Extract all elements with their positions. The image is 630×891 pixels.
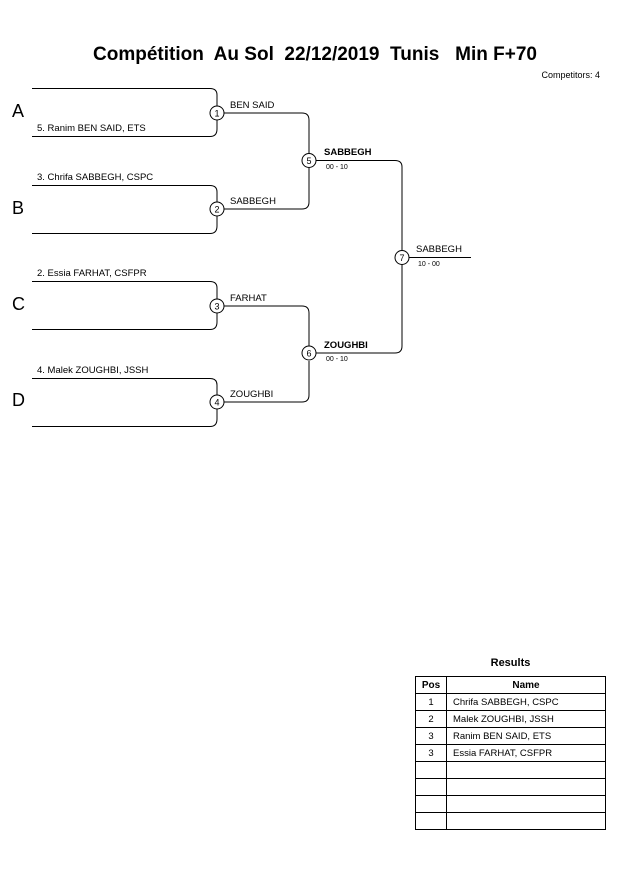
result-pos: 1 xyxy=(415,693,447,711)
match-circle-4 xyxy=(209,394,225,410)
match-winner-6: ZOUGHBI xyxy=(324,340,368,351)
match-number-5: 5 xyxy=(306,156,311,166)
result-pos: 3 xyxy=(415,727,447,745)
bracket-line-pool-b xyxy=(32,185,218,234)
bracket-line-m5 xyxy=(316,160,403,250)
entrant-name: 3. Chrifa SABBEGH, CSPC xyxy=(37,172,154,183)
result-name xyxy=(446,761,606,779)
match-circle-5 xyxy=(301,153,317,168)
pool-letter-b: B xyxy=(12,198,25,218)
match-circle-6 xyxy=(301,345,317,361)
match-circle-2 xyxy=(209,201,225,217)
results-header-row: Pos Name xyxy=(415,676,606,694)
result-pos: 2 xyxy=(415,710,447,728)
result-name: Essia FARHAT, CSFPR xyxy=(446,744,606,762)
page-title: Compétition Au Sol 22/12/2019 Tunis Min … xyxy=(93,44,537,65)
results-row xyxy=(415,795,606,813)
match-number-4: 4 xyxy=(214,398,219,408)
results-row xyxy=(415,761,606,779)
match-number-7: 7 xyxy=(399,253,404,263)
results-row xyxy=(415,812,606,830)
bracket-line-m6 xyxy=(316,265,403,354)
bracket-line-m1 xyxy=(224,112,310,153)
result-name xyxy=(446,778,606,796)
match-winner-1: BEN SAID xyxy=(230,100,275,111)
match-number-1: 1 xyxy=(214,109,219,119)
result-pos xyxy=(415,812,447,830)
match-score-6: 00 - 10 xyxy=(326,356,348,363)
results-row xyxy=(415,778,606,796)
match-circle-3 xyxy=(209,298,225,314)
entrant-name: 5. Ranim BEN SAID, ETS xyxy=(37,123,146,134)
result-name: Malek ZOUGHBI, JSSH xyxy=(446,710,606,728)
match-winner-4: ZOUGHBI xyxy=(230,389,274,400)
match-score-7: 10 - 00 xyxy=(418,261,440,268)
result-name: Chrifa SABBEGH, CSPC xyxy=(446,693,606,711)
bracket-line-m2 xyxy=(224,168,310,210)
match-winner-2: SABBEGH xyxy=(230,196,276,207)
result-name xyxy=(446,795,606,813)
match-circle-1 xyxy=(209,105,225,121)
bracket-line-pool-c xyxy=(32,281,218,330)
entrant-name: 4. Malek ZOUGHBI, JSSH xyxy=(37,365,149,376)
match-score-5: 00 - 10 xyxy=(326,164,348,171)
match-winner-5: SABBEGH xyxy=(324,147,372,158)
result-pos xyxy=(415,795,447,813)
result-pos xyxy=(415,778,447,796)
match-number-6: 6 xyxy=(306,349,311,359)
match-winner-3: FARHAT xyxy=(230,293,267,304)
pool-letter-a: A xyxy=(12,101,25,121)
match-number-2: 2 xyxy=(214,205,219,215)
name-column-header: Name xyxy=(446,676,606,694)
pool-letter-c: C xyxy=(12,294,25,314)
bracket-line-pool-d xyxy=(32,378,218,427)
result-pos: 3 xyxy=(415,744,447,762)
result-name xyxy=(446,812,606,830)
match-winner-7: SABBEGH xyxy=(416,244,462,255)
entrant-name: 2. Essia FARHAT, CSFPR xyxy=(37,268,147,279)
competitors-count: Competitors: 4 xyxy=(541,70,600,80)
bracket-line-m4 xyxy=(224,361,310,403)
pos-column-header: Pos xyxy=(415,676,447,694)
match-number-3: 3 xyxy=(214,302,219,312)
pool-letter-d: D xyxy=(12,390,25,410)
match-circle-7 xyxy=(394,250,410,265)
result-name: Ranim BEN SAID, ETS xyxy=(446,727,606,745)
results-title: Results xyxy=(490,657,531,669)
result-pos xyxy=(415,761,447,779)
bracket-line-m3 xyxy=(224,305,310,346)
